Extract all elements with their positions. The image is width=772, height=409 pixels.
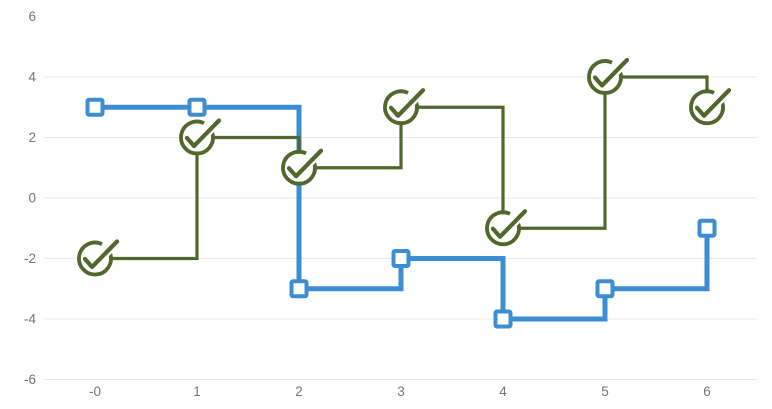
marker-ring: [485, 210, 521, 247]
marker-ring: [587, 59, 623, 95]
y-tick-label: -6: [24, 372, 36, 387]
check-circle-marker-icon: [281, 147, 325, 186]
x-tick-label: 1: [193, 384, 201, 399]
marker-ring: [383, 89, 419, 126]
x-tick-label: -0: [89, 384, 101, 399]
square-marker-icon: [697, 218, 717, 238]
check-circle-marker-icon: [77, 238, 121, 277]
check-circle-marker-icon: [485, 208, 529, 247]
series-1-line: [95, 104, 710, 322]
check-icon: [694, 88, 732, 118]
series-1-markers: [85, 97, 717, 329]
series-2-markers: [77, 56, 733, 277]
square-marker-icon: [289, 279, 309, 299]
marker-ring: [179, 119, 215, 156]
marker-ring: [689, 89, 725, 126]
check-circle-marker-icon: [179, 117, 223, 156]
x-tick-label: 3: [397, 384, 405, 399]
y-tick-label: 0: [28, 191, 36, 206]
check-circle-marker-icon: [383, 87, 427, 126]
x-tick-label: 4: [499, 384, 507, 399]
check-circle-marker-icon: [587, 56, 631, 95]
y-tick-label: 2: [28, 130, 36, 145]
check-circle-marker-icon: [689, 87, 733, 126]
square-marker-icon: [493, 309, 513, 329]
square-marker-icon: [595, 279, 615, 299]
marker-ring: [77, 240, 113, 277]
square-marker-icon: [391, 249, 411, 268]
check-icon: [286, 148, 324, 179]
series-1-line-group: [95, 104, 710, 322]
y-axis-labels: 6 4 2 0 -2 -4 -6: [24, 9, 37, 387]
y-tick-label: 6: [28, 9, 36, 24]
y-tick-label: -4: [24, 312, 36, 327]
square-marker-icon: [85, 97, 105, 117]
check-icon: [82, 239, 120, 270]
check-icon: [490, 209, 528, 239]
square-marker-icon: [187, 97, 207, 117]
check-icon: [184, 118, 222, 149]
x-tick-label: 2: [295, 384, 303, 399]
check-icon: [592, 57, 630, 88]
check-icon: [388, 88, 426, 118]
y-tick-label: -2: [24, 251, 36, 266]
marker-ring: [281, 149, 317, 186]
x-tick-label: 6: [703, 384, 711, 399]
x-axis-labels: -0 1 2 3 4 5 6: [89, 384, 711, 399]
y-tick-label: 4: [28, 70, 36, 85]
x-tick-label: 5: [601, 384, 609, 399]
